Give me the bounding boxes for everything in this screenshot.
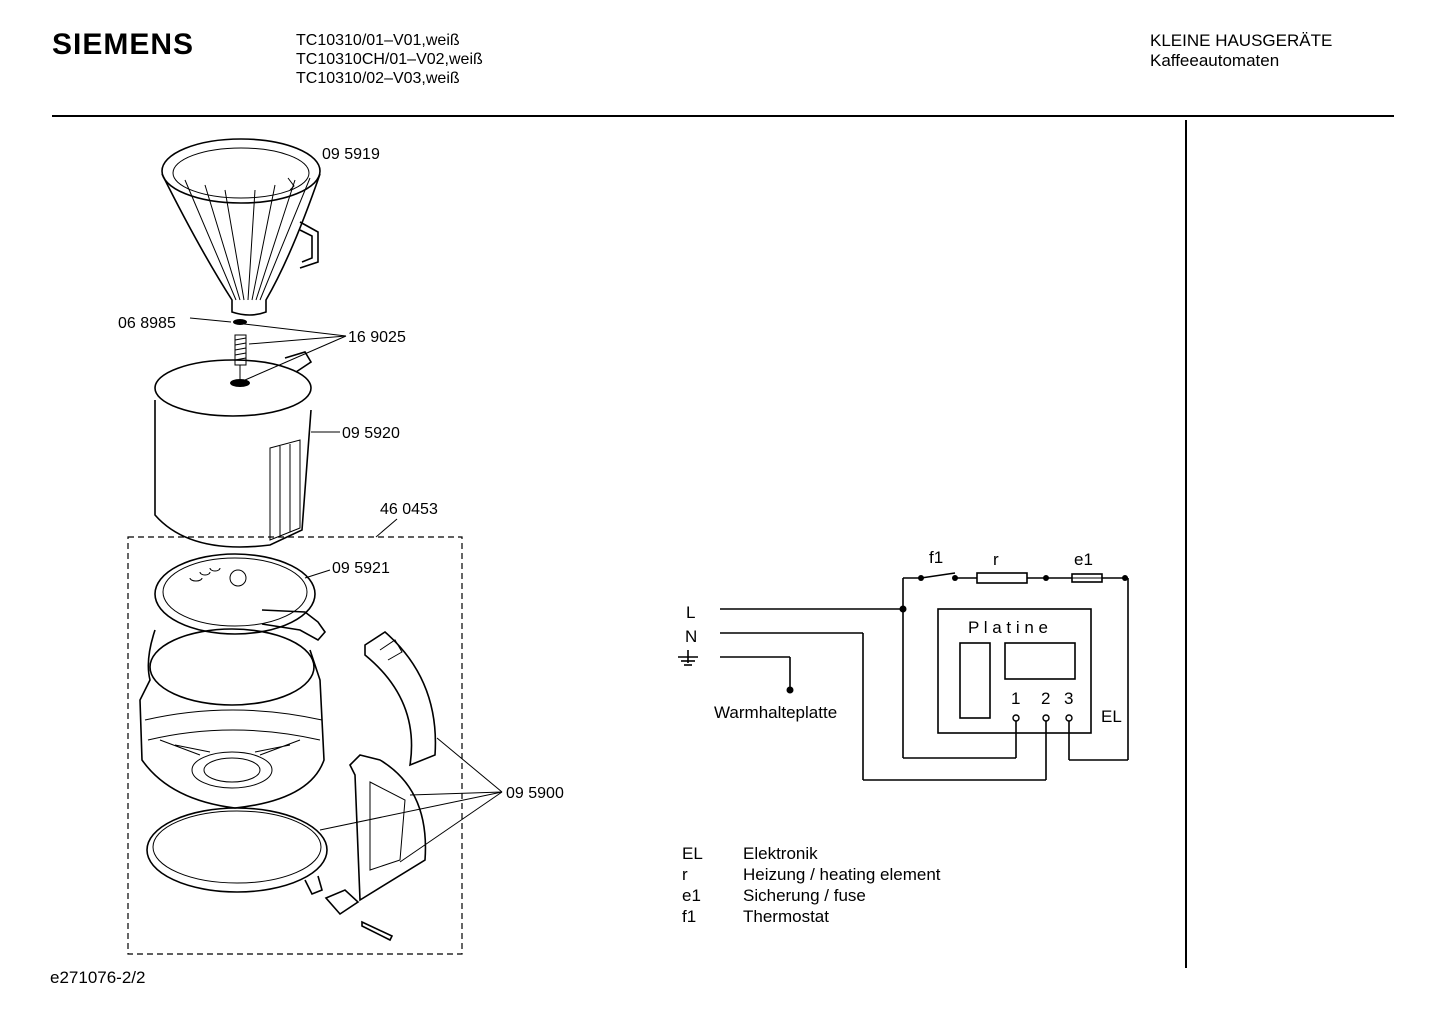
filter-drawing [161, 138, 321, 316]
legend-key: EL [682, 844, 703, 863]
part-number: 16 9025 [348, 329, 406, 346]
legend-row: e1 Sicherung / fuse [682, 885, 941, 906]
label-EL: EL [1101, 707, 1122, 726]
part-number: 09 5921 [332, 560, 390, 577]
circuit-diagram [678, 572, 1129, 781]
part-number: 06 8985 [118, 315, 176, 332]
model-list: TC10310/01–V01,weiß TC10310CH/01–V02,wei… [296, 31, 483, 88]
terminal-2: 2 [1041, 689, 1050, 708]
category-line: KLEINE HAUSGERÄTE [1150, 31, 1333, 50]
seal-spring-drawing [233, 319, 247, 380]
terminal-1: 1 [1011, 689, 1020, 708]
carafe-lid-drawing [154, 553, 327, 642]
tank-drawing [154, 351, 313, 548]
legend-text: Heizung / heating element [743, 865, 941, 884]
legend-key: e1 [682, 886, 701, 905]
label-L: L [686, 603, 695, 622]
legend-text: Thermostat [743, 907, 829, 926]
model-line: TC10310CH/01–V02,weiß [296, 51, 483, 68]
part-number: 09 5919 [322, 146, 380, 163]
label-N: N [685, 627, 697, 646]
model-line: TC10310/02–V03,weiß [296, 70, 460, 87]
label-e1: e1 [1074, 550, 1093, 569]
terminal-3: 3 [1064, 689, 1073, 708]
header-rule [52, 115, 1394, 117]
legend-row: r Heizung / heating element [682, 864, 941, 885]
category-line: Kaffeeautomaten [1150, 51, 1280, 70]
carafe-drawing [139, 628, 325, 809]
base-ring-drawing [146, 807, 328, 896]
category: KLEINE HAUSGERÄTE Kaffeeautomaten [1150, 31, 1332, 71]
side-rule [1185, 120, 1187, 968]
legend-row: f1 Thermostat [682, 906, 941, 927]
label-warmhalteplatte: Warmhalteplatte [714, 703, 837, 722]
brand-logo: SIEMENS [52, 28, 195, 61]
part-number: 09 5920 [342, 425, 400, 442]
legend-key: f1 [682, 907, 697, 926]
set-boundary [127, 536, 463, 955]
legend: EL Elektronik r Heizung / heating elemen… [682, 843, 941, 927]
legend-key: r [682, 865, 688, 884]
model-line: TC10310/01–V01,weiß [296, 32, 460, 49]
label-platine: P l a t i n e [968, 618, 1048, 637]
part-number: 09 5900 [506, 785, 564, 802]
label-f1: f1 [929, 548, 943, 567]
legend-row: EL Elektronik [682, 843, 941, 864]
part-number: 46 0453 [380, 501, 438, 518]
legend-text: Sicherung / fuse [743, 886, 866, 905]
legend-text: Elektronik [743, 844, 818, 863]
document-id: e271076-2/2 [50, 968, 146, 987]
handle-drawing [324, 630, 437, 942]
label-r: r [993, 550, 999, 569]
